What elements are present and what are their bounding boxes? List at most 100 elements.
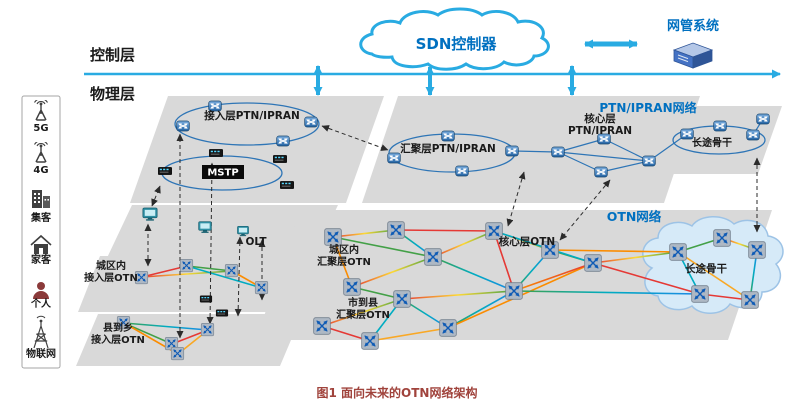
otn-core-label: 核心层OTN	[499, 235, 555, 248]
otn-metro-access-label-line1: 城区内	[96, 259, 126, 272]
otn-county-access-label-line1: 县到乡	[103, 321, 133, 334]
router-icon	[714, 121, 727, 131]
otn-node-icon	[714, 230, 731, 247]
router-icon	[388, 153, 401, 163]
router-icon	[442, 131, 455, 141]
fiber-link	[123, 322, 173, 345]
ptn-core-plane	[362, 96, 700, 203]
dashed-arrow	[206, 162, 216, 325]
fiber-link	[513, 290, 701, 295]
sidebar-item-label: 家客	[31, 253, 52, 266]
otn-metro-access-plane	[78, 256, 304, 312]
diagram-labels: 接入层PTN/IPRAN 汇聚层PTN/IPRAN 核心层 PTN/IPRAN …	[84, 100, 732, 346]
otn-node-icon	[344, 279, 361, 296]
otn-node-icon	[388, 222, 405, 239]
fiber-link	[592, 251, 679, 264]
otn-node-icon	[314, 318, 331, 335]
otn-node-icon	[362, 333, 379, 350]
access-type-sidebar: 5G 4G 集客 家客	[21, 95, 61, 369]
otn-node-icon	[325, 229, 342, 246]
otn-node-icon	[440, 320, 457, 337]
access-node-icon	[215, 309, 229, 317]
otn-county-agg-label-line1: 市到县	[348, 296, 378, 309]
sidebar-item-label: 5G	[33, 123, 48, 134]
dashed-arrow	[559, 179, 611, 241]
otn-county-access-label-line2: 接入层OTN	[91, 333, 145, 346]
otn-node-icon	[670, 244, 687, 261]
otn-node-icon	[585, 255, 602, 272]
ptn-access-ring	[174, 102, 320, 146]
mstp-node-icon	[157, 166, 173, 176]
otn-metro-access-label-line2: 接入层OTN	[84, 271, 138, 284]
fiber-link	[321, 298, 403, 327]
fiber-link	[447, 290, 515, 329]
sidebar-item-label: 集客	[30, 211, 52, 224]
fiber-link	[369, 327, 449, 342]
olt-plane	[106, 205, 338, 260]
sidebar-item-group-customer: 集客	[30, 190, 52, 224]
sidebar-item-label: 4G	[33, 165, 48, 176]
sidebar-item-4g: 4G	[33, 142, 49, 176]
mstp-label-box	[202, 165, 244, 179]
fiber-link	[432, 230, 495, 258]
router-icon	[643, 156, 656, 166]
sdn-cloud-shape	[359, 7, 550, 71]
fiber-link	[332, 236, 434, 258]
ptn-core-label-line2: PTN/IPRAN	[568, 125, 632, 137]
fiber-link	[432, 256, 515, 292]
fiber-link	[513, 262, 594, 292]
otn-node-icon	[255, 281, 268, 294]
sidebar-item-personal: 个人	[30, 282, 52, 310]
sidebar-item-iot: 物联网	[26, 315, 56, 360]
router-icon	[595, 167, 608, 177]
router-icon	[747, 130, 760, 140]
ptn-core-mesh-links	[513, 118, 764, 173]
fiber-link	[332, 229, 397, 238]
fiber-link	[401, 290, 515, 300]
fiber-link	[549, 249, 679, 253]
router-icon	[552, 147, 565, 157]
sdn-controller-label: SDN控制器	[416, 35, 498, 53]
router-icon	[757, 114, 770, 124]
ptn-access-plane	[130, 96, 384, 203]
dashed-arrow	[151, 185, 161, 207]
mstp-node-icon	[280, 180, 294, 190]
control-layer-label: 控制层	[90, 46, 135, 64]
building-icon	[32, 190, 50, 208]
person-icon	[33, 282, 49, 299]
ptn-backbone-plane	[644, 106, 782, 174]
otn-node-icon	[171, 347, 184, 360]
mstp-label: MSTP	[207, 168, 238, 179]
physical-layer-label: 物理层	[90, 85, 135, 103]
otn-county-agg-label-line2: 汇聚层OTN	[336, 308, 390, 321]
router-icon	[456, 166, 469, 176]
iot-tower-icon	[33, 315, 49, 349]
ptn-backbone-label: 长途骨干	[692, 136, 732, 149]
sidebar-box	[21, 95, 61, 369]
olt-label: OLT	[245, 236, 267, 248]
network-planes	[76, 96, 782, 366]
otn-node-icon	[506, 283, 523, 300]
fiber-link	[493, 230, 515, 292]
home-icon	[30, 234, 52, 254]
dashed-arrow	[234, 236, 244, 317]
fiber-link	[123, 322, 209, 331]
sidebar-item-label: 物联网	[26, 347, 56, 360]
access-node-icon	[199, 295, 213, 303]
otn-node-icon	[180, 259, 193, 272]
mstp-node-icon	[208, 148, 224, 158]
otn-node-icon	[425, 249, 442, 266]
ptn-core-label-line1: 核心层	[584, 112, 616, 125]
otn-backbone-cloud	[642, 216, 784, 314]
sidebar-item-label: 个人	[30, 297, 52, 310]
otn-metro-agg-label-line2: 汇聚层OTN	[317, 255, 371, 268]
ptn-access-label: 接入层PTN/IPRAN	[204, 109, 300, 122]
ptn-network-label: PTN/IPRAN网络	[599, 100, 696, 115]
router-icon	[506, 146, 519, 156]
otn-node-icon	[225, 264, 238, 277]
fiber-link	[395, 229, 495, 232]
figure-caption: 图1 面向未来的OTN网络架构	[317, 385, 478, 400]
sidebar-item-home-customer: 家客	[30, 234, 52, 266]
